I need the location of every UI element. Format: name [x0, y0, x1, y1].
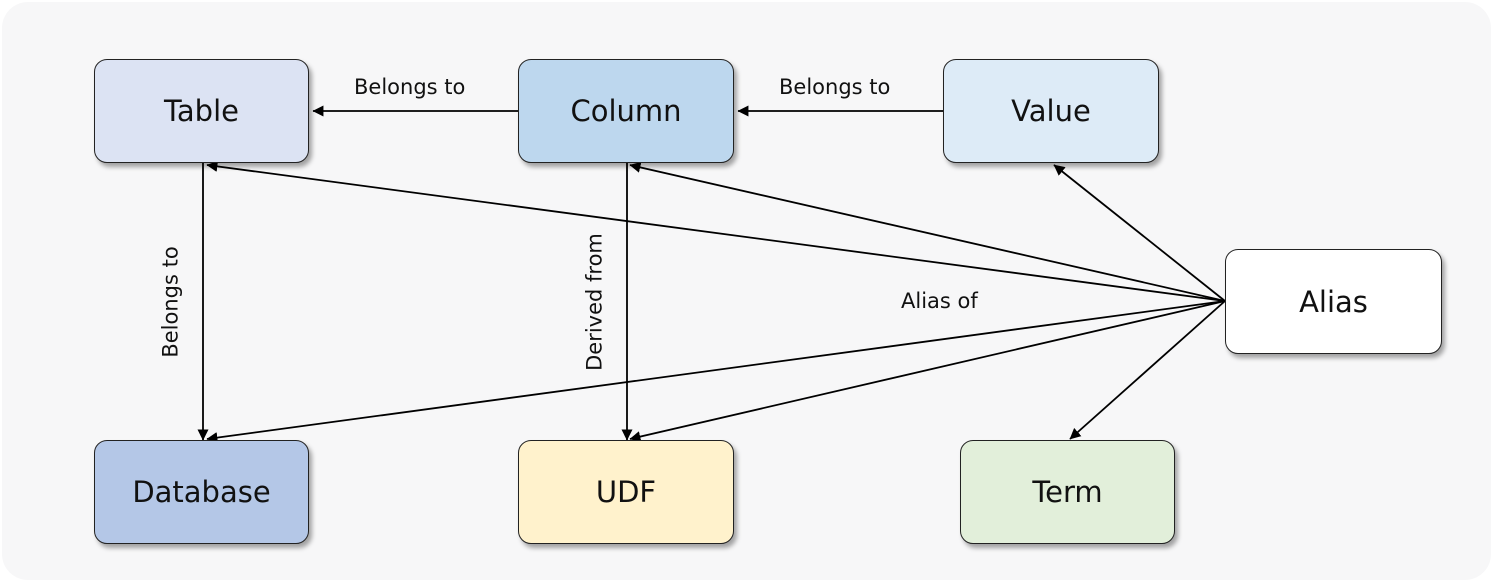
- node-value-label: Value: [1011, 94, 1091, 128]
- node-database: Database: [94, 440, 309, 544]
- edge-label-column-to-table: Belongs to: [354, 75, 466, 99]
- edge-alias-to-column: [629, 161, 1226, 302]
- edge-alias-to-table: [206, 160, 1226, 302]
- node-alias-label: Alias: [1299, 284, 1368, 319]
- edge-alias-to-value: [1053, 164, 1226, 302]
- edge-label-value-to-column: Belongs to: [779, 75, 891, 99]
- node-udf-label: UDF: [595, 475, 657, 509]
- edge-alias-to-term: [1069, 300, 1226, 440]
- edge-label-table-to-database: Belongs to: [158, 246, 183, 358]
- node-database-label: Database: [132, 475, 271, 509]
- edge-alias-to-database: [206, 300, 1226, 444]
- edge-alias-to-udf: [629, 300, 1226, 442]
- node-value: Value: [943, 59, 1159, 163]
- edge-label-alias-of: Alias of: [901, 289, 978, 313]
- node-table-label: Table: [164, 94, 239, 128]
- edge-label-column-to-udf: Derived from: [582, 233, 607, 371]
- node-alias: Alias: [1225, 249, 1442, 354]
- node-table: Table: [94, 59, 309, 163]
- node-term: Term: [960, 440, 1175, 544]
- node-term-label: Term: [1032, 475, 1103, 509]
- node-column: Column: [518, 59, 734, 163]
- node-udf: UDF: [518, 440, 734, 544]
- node-column-label: Column: [570, 94, 682, 128]
